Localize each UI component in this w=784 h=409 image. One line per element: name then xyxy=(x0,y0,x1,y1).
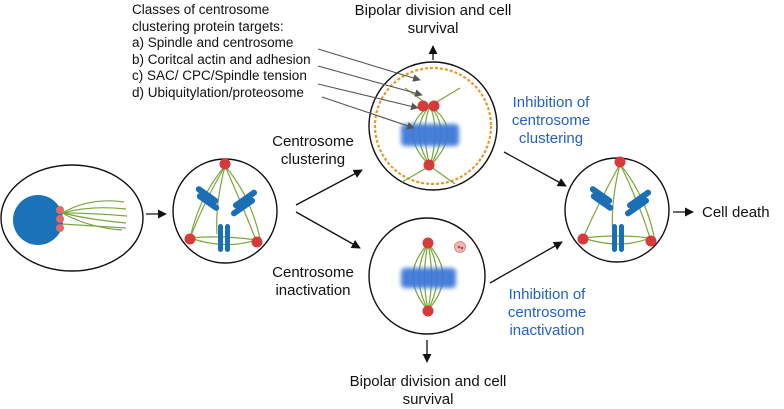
inhibit-clustering-label: Inhibition of centrosome clustering xyxy=(511,94,591,147)
target-pointers xyxy=(317,48,423,130)
inactivation-cell xyxy=(368,217,486,335)
centrosome xyxy=(184,233,196,245)
class-item-d: d) Ubiquitylation/proteosome xyxy=(132,84,304,100)
centrosome xyxy=(56,215,64,223)
centrosome xyxy=(56,224,64,232)
clustering-label: Centrosome clustering xyxy=(272,133,354,168)
centrosome xyxy=(417,100,429,112)
centrosome xyxy=(428,100,440,112)
centrosome xyxy=(645,235,657,247)
centrosome xyxy=(422,237,434,249)
chromosomes xyxy=(195,186,258,252)
top-outcome-label: Bipolar division and cell survival xyxy=(354,2,512,37)
cell-death-cell xyxy=(564,156,670,263)
cell-death-label: Cell death xyxy=(702,204,770,221)
flow-arrows xyxy=(146,45,694,363)
class-item-c: c) SAC/ CPC/Spindle tension xyxy=(132,68,307,84)
centrosome xyxy=(422,305,434,317)
centrosome xyxy=(219,158,231,170)
nucleus xyxy=(13,195,63,245)
arrow-inactivation-inhibition xyxy=(489,241,563,284)
centrosome xyxy=(614,156,626,168)
chromosomes xyxy=(589,186,652,252)
arrow-clustering-inhibition xyxy=(503,151,567,187)
metaphase-plate xyxy=(401,268,456,288)
classes-heading-line2: clustering protein targets: xyxy=(132,18,284,34)
clustered-cell xyxy=(368,61,498,191)
inactivation-label: Centrosome inactivation xyxy=(272,264,354,299)
arrow-to-clustering xyxy=(295,169,363,206)
centrosome xyxy=(423,159,435,171)
class-item-a: a) Spindle and centrosome xyxy=(132,35,294,51)
inhibit-inactivation-label: Inhibition of centrosome inactivation xyxy=(507,286,587,339)
centrosome xyxy=(56,206,64,214)
classes-list: Classes of centrosome clustering protein… xyxy=(132,2,311,102)
arrow-to-inactivation xyxy=(295,211,361,249)
centrosome xyxy=(251,236,263,248)
metaphase-plate xyxy=(401,124,459,146)
classes-heading-line1: Classes of centrosome xyxy=(132,2,270,17)
class-item-b: b) Coritcal actin and adhesion xyxy=(132,51,311,67)
multipolar-cell xyxy=(172,158,278,264)
centrosome xyxy=(577,233,589,245)
initial-cell xyxy=(0,164,144,272)
bottom-outcome-label: Bipolar division and cell survival xyxy=(349,373,507,408)
initial-spindle-microtubules xyxy=(61,200,128,231)
